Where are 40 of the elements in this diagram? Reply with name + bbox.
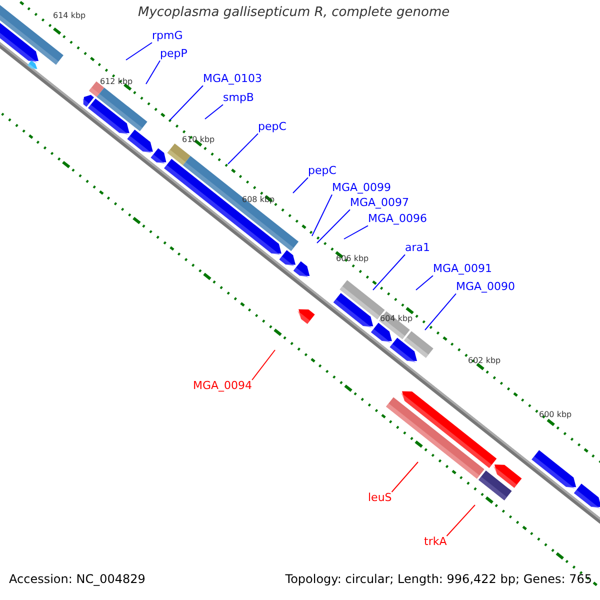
gene-label: MGA_0091 <box>433 263 492 276</box>
leader-line <box>126 42 152 60</box>
gene-label: leuS <box>368 492 392 505</box>
footer-text: Accession: NC_004829 <box>9 573 146 587</box>
scale-label: 606 kbp <box>336 254 369 264</box>
gene-label: MGA_0094 <box>193 380 252 393</box>
leader-line <box>146 60 160 84</box>
leader-line <box>446 504 476 536</box>
diagram-title: Mycoplasma gallisepticum R, complete genome <box>138 6 450 21</box>
scale-label: 614 kbp <box>53 11 86 20</box>
leader-line <box>416 275 434 290</box>
gene-label: pepC <box>258 121 286 134</box>
gene-label: MGA_0096 <box>368 213 428 226</box>
scale-label: 602 kbp <box>468 356 501 366</box>
leader-line <box>170 85 204 120</box>
gene-label: smpB <box>223 92 254 105</box>
leader-line <box>228 133 258 164</box>
leader-line <box>204 104 224 120</box>
scale-label: 604 kbp <box>380 314 413 324</box>
scale-label: 612 kbp <box>100 77 133 86</box>
gene-label: ara1 <box>405 242 430 255</box>
scale-label: 600 kbp <box>539 410 572 420</box>
gene-label: pepC <box>308 165 336 178</box>
leader-line <box>344 225 368 240</box>
gene-label: MGA_0090 <box>456 281 516 294</box>
leader-line <box>252 350 276 380</box>
leader-line <box>372 254 406 290</box>
footer-text: Topology: circular; Length: 996,422 bp; Genes: 765 <box>285 573 592 587</box>
gene-label: MGA_0103 <box>203 73 262 86</box>
leader-line <box>316 209 350 244</box>
gene-label: MGA_0097 <box>350 197 410 210</box>
leader-line <box>292 177 308 194</box>
leader-line <box>424 293 456 330</box>
gene-label: MGA_0099 <box>332 182 392 195</box>
gene-label: rpmG <box>152 30 183 43</box>
leader-line <box>391 462 418 492</box>
gene-label: pepP <box>160 48 188 61</box>
leader-line <box>312 194 332 236</box>
gene-label: trkA <box>424 536 447 549</box>
scale-label: 610 kbp <box>182 135 215 144</box>
